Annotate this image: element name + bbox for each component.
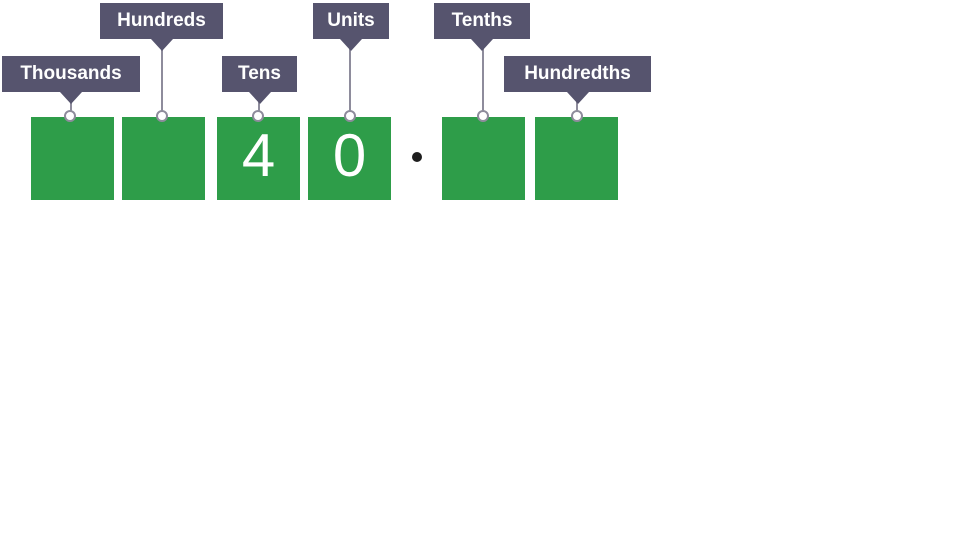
place-label-hundreds: Hundreds <box>100 3 223 51</box>
place-label-hundreds-text: Hundreds <box>117 10 206 31</box>
place-label-tens-text: Tens <box>238 63 281 84</box>
connector-line-units <box>349 46 351 114</box>
digit-box-units: 0 <box>308 117 391 200</box>
place-label-thousands-text: Thousands <box>20 63 122 84</box>
label-pointer-icon <box>150 39 173 51</box>
decimal-point-icon <box>412 152 422 162</box>
connector-pin-tenths-icon <box>477 110 489 122</box>
connector-line-tens <box>258 100 260 114</box>
digit-box-hundredths <box>535 117 618 200</box>
label-pointer-icon <box>471 39 493 51</box>
connector-pin-hundredths-icon <box>571 110 583 122</box>
place-label-hundredths: Hundredths <box>504 56 651 104</box>
place-label-hundredths-text: Hundredths <box>524 63 631 84</box>
connector-pin-hundreds-icon <box>156 110 168 122</box>
connector-line-tenths <box>482 46 484 114</box>
place-label-units-text: Units <box>327 10 375 31</box>
connector-line-hundreds <box>161 46 163 114</box>
place-label-units: Units <box>313 3 389 51</box>
label-pointer-icon <box>340 39 362 51</box>
digit-box-tenths <box>442 117 525 200</box>
digit-units: 0 <box>332 121 367 189</box>
digit-tens: 4 <box>241 121 276 189</box>
place-label-thousands: Thousands <box>2 56 140 104</box>
connector-line-thousands <box>70 100 72 114</box>
digit-box-hundreds <box>122 117 205 200</box>
digit-box-tens: 4 <box>217 117 300 200</box>
label-pointer-icon <box>60 92 82 104</box>
place-label-tens: Tens <box>222 56 297 104</box>
connector-line-hundredths <box>576 100 578 114</box>
label-pointer-icon <box>248 92 271 104</box>
connector-pin-units-icon <box>344 110 356 122</box>
place-label-tenths: Tenths <box>434 3 530 51</box>
label-pointer-icon <box>566 92 589 104</box>
connector-pin-tens-icon <box>252 110 264 122</box>
connector-pin-thousands-icon <box>64 110 76 122</box>
place-label-tenths-text: Tenths <box>451 10 513 31</box>
digit-box-thousands <box>31 117 114 200</box>
